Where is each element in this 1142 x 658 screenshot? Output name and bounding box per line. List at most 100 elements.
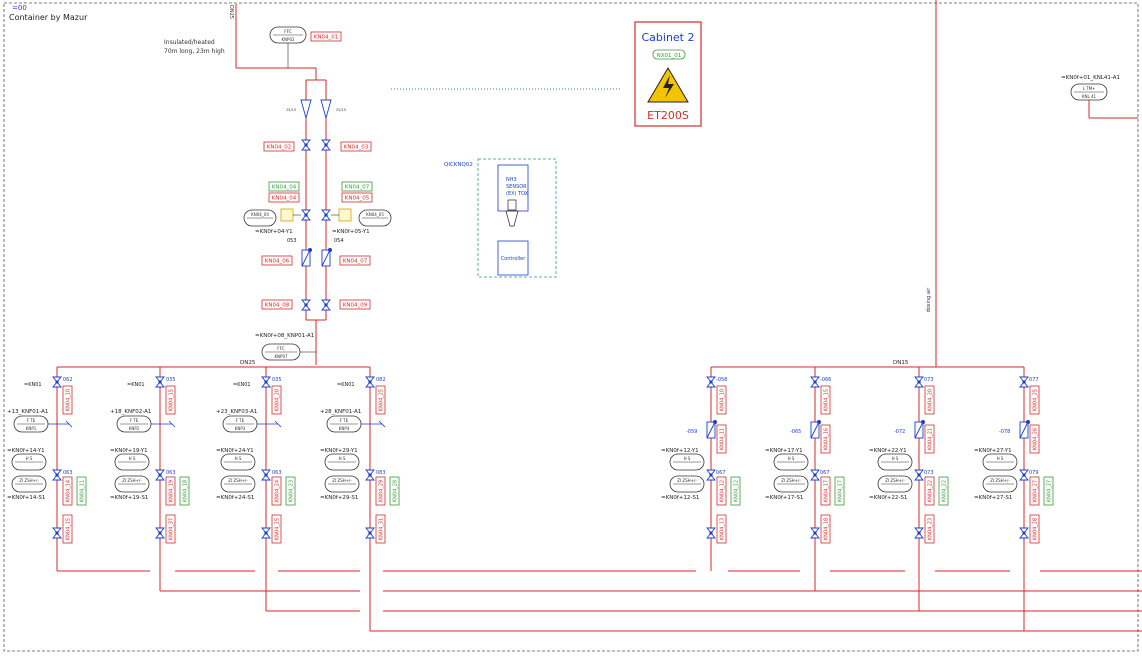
right-branch-3-tag3[interactable]: KN04_22 [924, 476, 935, 506]
right-branch-3-s1-label: =KN0f+22-S1 [869, 495, 907, 501]
left-branch-3-tag2[interactable]: KN04_24 [271, 476, 282, 506]
left-branch-1-tag3[interactable]: KN04_15 [62, 514, 73, 544]
right-branch-3-tag4[interactable]: KN04_23 [924, 514, 935, 544]
valve-lower [261, 532, 271, 539]
right-branch-3-hand-switch[interactable]: H S [877, 453, 913, 471]
valve-upper [301, 139, 311, 146]
right-branch-3-tag2[interactable]: KN04_21 [924, 424, 935, 454]
right-branch-4-tag3[interactable]: KN04_27 [1029, 476, 1040, 506]
left-branch-3-tag1[interactable]: KN04_20 [271, 385, 282, 415]
right-branch-1-tag3[interactable]: KN04_12 [716, 476, 727, 506]
left-branch-4-hand-switch[interactable]: H S [324, 453, 360, 471]
left-branch-1-tag-green[interactable]: KN04_11 [76, 476, 87, 506]
left-branch-2-tag2[interactable]: KN04_19 [165, 476, 176, 506]
right-branch-1-tag-green[interactable]: KN04_12 [730, 476, 741, 506]
check-slash [301, 249, 311, 267]
right-branch-3-position-switch[interactable]: ZI ZSH+/- [877, 475, 913, 493]
tag-text: KN04_10 [720, 389, 726, 411]
tag-mid-right[interactable]: KN04_05 [341, 192, 373, 203]
inst-top-text: H S [892, 456, 899, 461]
left-branch-1-position-switch[interactable]: ZI ZSH+/- [11, 475, 47, 493]
left-branch-4-position-switch[interactable]: ZI ZSH+/- [324, 475, 360, 493]
left-branch-3-hand-switch[interactable]: H S [220, 453, 256, 471]
motor-box-right[interactable]: KN04_05 [358, 209, 392, 227]
left-branch-2-tag1[interactable]: KN04_15 [165, 385, 176, 415]
valve-lower [914, 532, 924, 539]
left-branch-2-position-switch[interactable]: ZI ZSH+/- [114, 475, 150, 493]
right-branch-2-tag2[interactable]: KN04_16 [820, 424, 831, 454]
right-branch-2-tag1[interactable]: KN04_15 [820, 385, 831, 415]
right-branch-4-position-switch[interactable]: ZI ZSH+/- [982, 475, 1018, 493]
left-branch-1-s1-label: =KN0f+14-S1 [7, 495, 45, 501]
motor-label-right: =KN0f+05-Y1 [332, 229, 370, 235]
left-branch-2-hand-switch[interactable]: H S [114, 453, 150, 471]
coil-right [338, 208, 352, 222]
left-branch-2-tag3[interactable]: KN04_37 [165, 514, 176, 544]
left-branch-2-tag-green[interactable]: KN04_18 [179, 476, 190, 506]
left-branch-1-hand-switch[interactable]: H S [11, 453, 47, 471]
right-branch-2-tag4[interactable]: KN04_18 [820, 514, 831, 544]
right-branch-2-hand-switch[interactable]: H S [773, 453, 809, 471]
right-branch-3-tag1[interactable]: KN04_20 [924, 385, 935, 415]
tag-green-right[interactable]: KN04_07 [341, 181, 373, 192]
strainer-right [320, 99, 332, 120]
left-branch-3-tag3[interactable]: KN04_25 [271, 514, 282, 544]
right-branch-1-tag1[interactable]: KN04_10 [716, 385, 727, 415]
valve-upper [321, 209, 331, 216]
tag-green-left[interactable]: KN04_04 [268, 181, 300, 192]
left-branch-4-tag-green[interactable]: KN04_28 [389, 476, 400, 506]
tag-kn04-07[interactable]: KN04_07 [339, 255, 371, 266]
tag-text: KN04_31 [379, 518, 385, 540]
left-branch-4-tag3[interactable]: KN04_31 [375, 514, 386, 544]
right-branch-4-tag2[interactable]: KN04_26 [1029, 424, 1040, 454]
tag-kn04-01[interactable]: KN04_01 [310, 31, 342, 42]
right-top-instrument[interactable]: L TM+KNL 41 [1070, 83, 1108, 101]
tag-kn04-08[interactable]: KN04_08 [261, 299, 293, 310]
right-branch-4-tag1[interactable]: KN04_25 [1029, 385, 1040, 415]
right-branch-1-hand-switch[interactable]: H S [669, 453, 705, 471]
motor-box-left[interactable]: KN04_04 [243, 209, 277, 227]
right-branch-2-position-switch[interactable]: ZI ZSH+/- [773, 475, 809, 493]
tag-frame [820, 514, 831, 544]
inst-top-text: FFC [284, 29, 292, 34]
inst-top-text: F TE [340, 418, 349, 423]
tag-kn04-02[interactable]: KN04_02 [263, 141, 295, 152]
tag-mid-left[interactable]: KN04_04 [268, 192, 300, 203]
right-branch-2-tag-green[interactable]: KN04_17 [834, 476, 845, 506]
right-branch-3-tag-green[interactable]: KN04_22 [938, 476, 949, 506]
right-branch-1-tag2[interactable]: KN04_11 [716, 424, 727, 454]
right-branch-4-valve-bottom [1019, 527, 1029, 539]
right-branch-2-tag3[interactable]: KN04_17 [820, 476, 831, 506]
tag-text: KN04_11 [720, 428, 726, 450]
left-branch-3-tag-green[interactable]: KN04_23 [285, 476, 296, 506]
right-branch-1-tag4[interactable]: KN04_13 [716, 514, 727, 544]
motor-valve-left [301, 209, 311, 221]
tag-kn04-06[interactable]: KN04_06 [261, 255, 293, 266]
valve-upper [914, 527, 924, 534]
left-branch-3-position-switch[interactable]: ZI ZSH+/- [220, 475, 256, 493]
check-valve-right [321, 248, 332, 267]
left-branch-1-tag1[interactable]: KN04_10 [62, 385, 73, 415]
tag-frame [62, 476, 73, 506]
right-branch-1-num2: -059 [686, 429, 697, 435]
tag-kn04-03[interactable]: KN04_03 [340, 141, 372, 152]
tag-frame [375, 514, 386, 544]
tag-kn04-09[interactable]: KN04_09 [339, 299, 371, 310]
left-branch-4-tag1[interactable]: KN04_25 [375, 385, 386, 415]
right-branch-4-tag4[interactable]: KN04_28 [1029, 514, 1040, 544]
right-branch-1-position-switch[interactable]: ZI ZSH+/- [669, 475, 705, 493]
left-branch-1-tag2[interactable]: KN04_14 [62, 476, 73, 506]
left-branch-4-tag2[interactable]: KN04_29 [375, 476, 386, 506]
right-branch-4-hand-switch[interactable]: H S [982, 453, 1018, 471]
valve-dot [368, 531, 372, 535]
left-branch-4-valve-top [365, 376, 375, 388]
left-branch-3-y1-label: =KN0f+24-Y1 [216, 448, 254, 454]
right-branch-4-tag-green[interactable]: KN04_27 [1043, 476, 1054, 506]
